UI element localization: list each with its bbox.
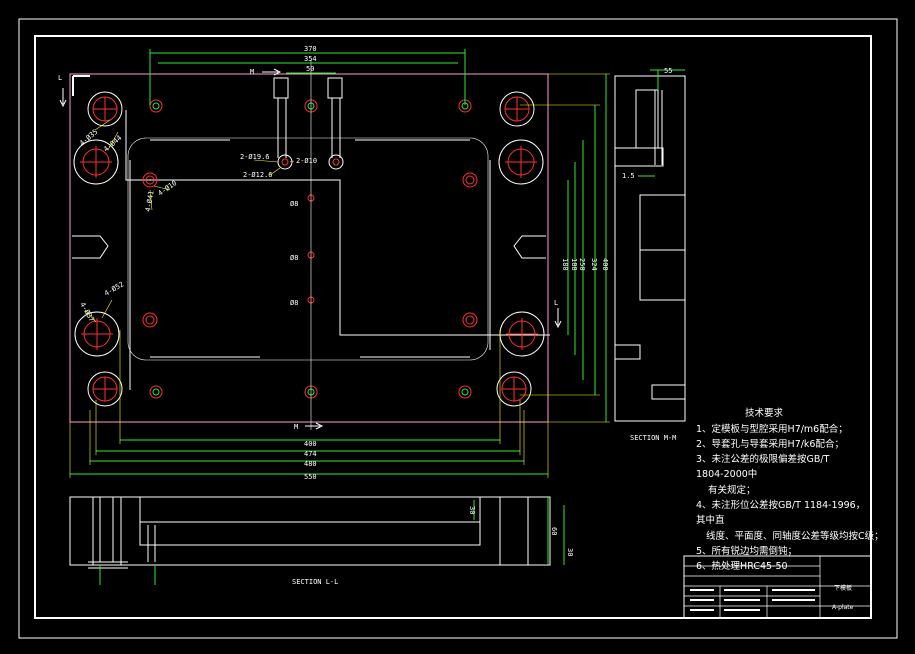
screw-holes bbox=[142, 99, 478, 399]
callout-9: 4-Ø52 bbox=[103, 280, 125, 297]
guide-hole-br bbox=[499, 311, 545, 357]
note-line-3: 3、未注公差的极限偏差按GB/T bbox=[696, 453, 830, 465]
dim-400-right: 400 bbox=[601, 258, 609, 271]
callout-7: 4-Ø41 bbox=[144, 190, 156, 212]
callout-10: Ø8 bbox=[290, 200, 298, 208]
guide-hole-br2 bbox=[496, 371, 532, 407]
inner-border bbox=[34, 35, 872, 619]
dim-324: 324 bbox=[590, 258, 598, 271]
callout-6: 4-Ø10 bbox=[157, 179, 179, 198]
guide-hole-tl2 bbox=[73, 139, 119, 185]
title-block: 下模板 A-plate bbox=[683, 555, 872, 619]
part-name-en: A-plate bbox=[832, 604, 854, 611]
note-line-8: 线度、平面度、同轴度公差等级均按C级； bbox=[706, 530, 884, 542]
note-line-9: 5、所有锐边均需倒钝； bbox=[696, 545, 797, 557]
section-ll: 30 60 30 SECTION L-L bbox=[69, 496, 574, 586]
note-line-6: 4、未注形位公差按GB/T 1184-1996， bbox=[696, 499, 865, 511]
guide-hole-tl bbox=[87, 91, 123, 127]
dim-250: 250 bbox=[578, 258, 586, 271]
dim-550: 550 bbox=[304, 473, 317, 481]
guide-hole-bl bbox=[74, 311, 120, 357]
part-name: 下模板 bbox=[834, 584, 852, 592]
bottom-dims bbox=[69, 330, 549, 478]
right-dims bbox=[520, 73, 610, 423]
callout-3: 2-Ø19.6 bbox=[240, 153, 270, 161]
callout-11: Ø8 bbox=[290, 254, 298, 262]
dim-354: 354 bbox=[304, 55, 317, 63]
dim-370: 370 bbox=[304, 45, 317, 53]
dim-188: 188 bbox=[570, 258, 578, 271]
side-dim-1-5: 1.5 bbox=[622, 172, 635, 180]
side-dim-55: 55 bbox=[664, 67, 672, 75]
callout-5: 2-Ø12.6 bbox=[243, 171, 273, 179]
section-ll-label: SECTION L-L bbox=[292, 578, 338, 586]
guide-hole-tr2 bbox=[498, 139, 544, 185]
callouts: 4-Ø35 4-Ø44 2-Ø19.6 2-Ø10 2-Ø12.6 4-Ø10 … bbox=[78, 119, 317, 323]
note-line-7: 其中直 bbox=[696, 514, 725, 526]
callout-4: 2-Ø10 bbox=[296, 157, 317, 165]
outer-border bbox=[18, 18, 898, 639]
dim-474: 474 bbox=[304, 450, 317, 458]
callout-12: Ø8 bbox=[290, 299, 298, 307]
mark-l-top: L bbox=[58, 74, 62, 82]
section-dim-30: 30 bbox=[468, 506, 476, 514]
section-dim-60: 60 bbox=[550, 527, 558, 535]
note-line-4: 1804-2000中 bbox=[696, 468, 757, 480]
guide-hole-bl2 bbox=[87, 371, 123, 407]
dim-400-bottom: 400 bbox=[304, 440, 317, 448]
dim-480: 480 bbox=[304, 460, 317, 468]
note-line-2: 2、导套孔与导套采用H7/k6配合； bbox=[696, 438, 844, 450]
section-mm: 55 1.5 SECTION M-M bbox=[614, 67, 686, 442]
runner-channels bbox=[273, 77, 344, 170]
mark-m-bottom: M bbox=[294, 423, 298, 431]
dim-50: 50 bbox=[306, 65, 314, 73]
mark-m-top: M bbox=[250, 68, 254, 76]
mark-l-right: L bbox=[554, 299, 558, 307]
top-dims bbox=[149, 49, 466, 105]
section-mm-label: SECTION M-M bbox=[630, 434, 676, 442]
plan-view: 370 354 50 400 474 480 550 180 188 250 3… bbox=[58, 45, 610, 481]
callout-2: 4-Ø44 bbox=[102, 134, 123, 154]
note-line-5: 有关规定； bbox=[708, 484, 756, 496]
dim-180: 180 bbox=[561, 258, 569, 271]
technical-notes: 技术要求 1、定模板与型腔采用H7/m6配合； 2、导套孔与导套采用H7/k6配… bbox=[696, 407, 884, 572]
note-line-1: 1、定模板与型腔采用H7/m6配合； bbox=[696, 423, 848, 435]
section-dim-30b: 30 bbox=[566, 548, 574, 556]
notes-heading: 技术要求 bbox=[745, 407, 784, 419]
callout-1: 4-Ø35 bbox=[78, 128, 99, 148]
guide-hole-tr bbox=[499, 91, 535, 127]
